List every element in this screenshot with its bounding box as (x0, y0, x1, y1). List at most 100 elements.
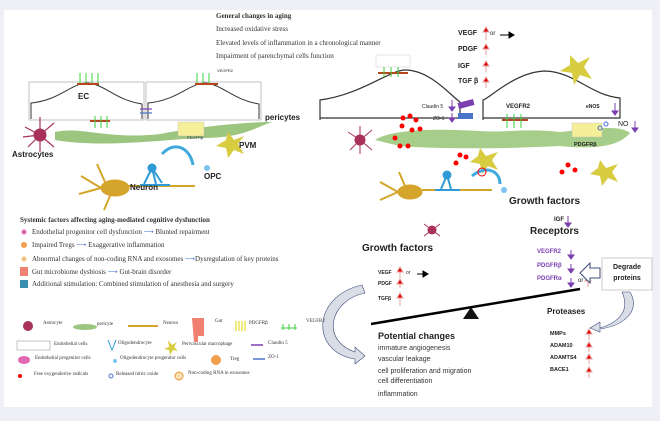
general-item: Elevated levels of inflammation in a chr… (216, 39, 381, 47)
treg-icon (21, 242, 27, 248)
opc-icon (501, 187, 507, 193)
curved-arrow-icon (160, 145, 195, 166)
astrocyte-icon (347, 126, 441, 237)
free-radicals-icon (392, 113, 578, 175)
gut-icon (20, 267, 28, 276)
pvm-label: PVM (239, 141, 257, 150)
systemic-item: Abnormal changes of non-coding RNA and e… (32, 255, 279, 263)
endothelial-cell-shape-aged (319, 69, 461, 120)
ec-box-right (145, 81, 262, 121)
balance-fulcrum (463, 307, 479, 319)
astrocyte-icon (22, 117, 55, 152)
proteases-heading: Proteases (547, 307, 586, 316)
opc-legend-icon (113, 359, 117, 363)
ec-label: EC (78, 92, 90, 101)
pdgfrb-icon (571, 122, 603, 138)
zo1-icon (458, 113, 473, 119)
pdgfrb-legend-icon (235, 321, 246, 331)
balance-beam (370, 287, 581, 326)
legend-label: Non-coding RNA in exosomes (188, 371, 250, 376)
oligodendrocyte-icon (435, 170, 460, 191)
factor-tgfb: TGF β (458, 78, 479, 85)
vegfr2-label: VEGFR2 (506, 104, 531, 110)
potential-changes-heading: Potential changes (378, 331, 456, 341)
vegfr2-label: VEGFR2 (217, 68, 234, 73)
pdgfrb-label: PDGFRβ (187, 135, 204, 140)
vegfr2-legend-icon (281, 324, 297, 330)
blocked-icon (477, 167, 487, 177)
ec-box-left (28, 81, 145, 121)
legend-label: Endothelial progenitor cells (35, 356, 91, 361)
systemic-item: Endothelial progenitor cell dysfunction … (32, 228, 210, 236)
curved-arrow-left (322, 284, 366, 365)
pvm-icon (470, 55, 618, 186)
legend-label: Released nitric oxide (116, 372, 159, 377)
radicals-legend-icon (18, 374, 22, 378)
down-arrow-icons (448, 100, 639, 288)
legend-label: Oligodendrocyte (118, 341, 152, 346)
receptor-label: PDGFRα (537, 276, 562, 282)
legend-label: pericyte (97, 322, 114, 327)
or-label: or (578, 278, 584, 284)
legend-label: Neuron (163, 321, 178, 326)
right-arrow-icons (417, 31, 515, 278)
exosome-icon (21, 256, 27, 262)
astrocytes-label: Astrocytes (12, 150, 54, 159)
astrocyte-legend-icon (23, 321, 33, 331)
legend-icons (16, 229, 297, 381)
legend-label: PDGFRβ (249, 321, 268, 326)
pericyte-legend-icon (73, 324, 97, 330)
vegfr2-icon (79, 73, 210, 128)
pericyte-shape-aged (375, 127, 630, 149)
growth-factors-heading: Growth factors (509, 196, 581, 207)
pvm-icon (216, 132, 244, 158)
receptor-label: PDGFRβ (537, 263, 562, 269)
protease-label: MMPs (550, 331, 566, 337)
zo1-label: ZO-1 (433, 116, 445, 122)
factor-label: VEGF (378, 270, 392, 276)
pvm-legend-icon (164, 340, 178, 355)
pdgfrb-label: PDGFRβ (574, 142, 597, 148)
curved-arrow-icon (471, 168, 502, 185)
receptors-heading: Receptors (530, 226, 579, 237)
curved-arrow-right (589, 291, 634, 333)
legend-label: Oligodendrocyte progenitor cells (120, 356, 187, 361)
epc-icon (21, 229, 27, 235)
enos-label: eNOS (586, 104, 600, 110)
claudin5-icon (457, 99, 475, 109)
gut-legend-icon (192, 318, 204, 342)
nitric-oxide-legend-icon (108, 373, 114, 379)
systemic-heading: Systemic factors affecting aging-mediate… (20, 216, 210, 224)
systemic-item: Impaired Tregs ⟶ Exaggerative inflammati… (32, 241, 165, 249)
protease-label: ADAM10 (550, 343, 573, 349)
exosome-legend-icon (174, 371, 184, 381)
growth-factors-heading: Growth factors (362, 243, 434, 254)
neuron-icon (379, 171, 492, 201)
legend-label: Perivascular macrophage (182, 342, 233, 347)
pdgfrb-icon (177, 121, 205, 137)
oligodendrocyte-legend-icon (107, 339, 117, 352)
pericytes-label: pericytes (265, 113, 301, 122)
legend-label: Gut (215, 319, 223, 324)
general-item: Impairment of parenchymal cells function (216, 52, 334, 60)
opc-icon (204, 165, 210, 171)
or-label: or (406, 270, 411, 276)
legend-label: Endothelial cells (54, 342, 88, 347)
treg-legend-icon (211, 355, 221, 365)
systemic-item: Additional stimulation: Combined stimula… (32, 280, 234, 288)
potential-change-item: vascular leakage (378, 356, 431, 363)
legend-label: VEGFR2 (306, 319, 325, 324)
protease-label: BACE1 (550, 367, 569, 373)
endothelial-legend-icon (16, 340, 51, 351)
legend-label: Claudin 5 (268, 341, 288, 346)
factor-label: TGFβ (378, 296, 392, 302)
factor-pdgf: PDGF (458, 46, 478, 53)
neuron-label: Neuron (130, 183, 158, 192)
or-label: or (490, 31, 496, 37)
potential-change-item: inflammation (378, 391, 418, 398)
stimulation-icon (20, 280, 28, 288)
potential-change-item: cell proliferation and migration (378, 368, 472, 375)
neuron-icon (78, 163, 195, 211)
nitric-oxide-icon (597, 125, 603, 131)
